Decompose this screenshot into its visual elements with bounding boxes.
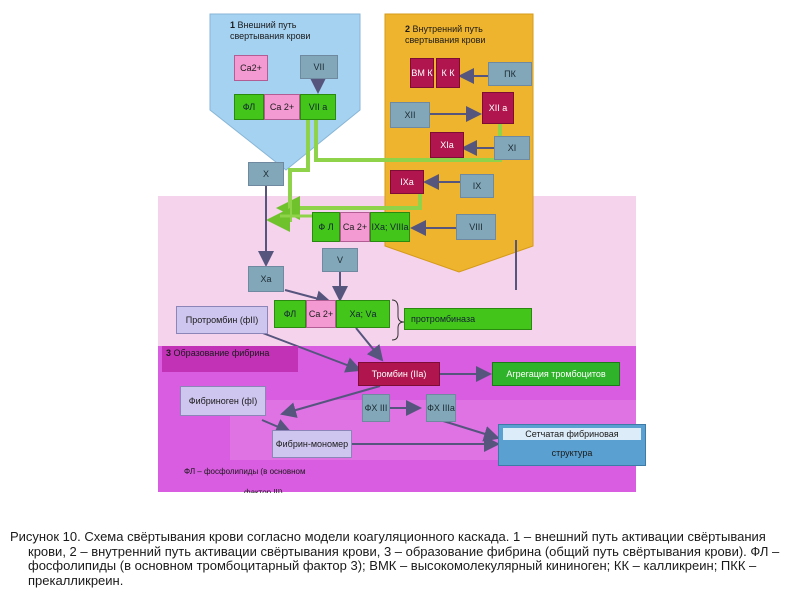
caption-text: Схема свёртывания крови согласно модели …: [28, 529, 780, 588]
node-ix: IX: [460, 174, 494, 198]
node-v: V: [322, 248, 358, 272]
node-vii: VII: [300, 55, 338, 79]
node-fl-2: Ф Л: [312, 212, 340, 242]
node-ixa: IXа: [390, 170, 424, 194]
node-fibrin-network: Сетчатая фибриновая структура: [498, 424, 646, 466]
node-xii: XII: [390, 102, 430, 128]
node-viii: VIII: [456, 214, 496, 240]
node-fxiiia: ФХ IIIа: [426, 394, 456, 422]
arrow-complex-thrombin: [355, 327, 384, 362]
footnote-line1: ФЛ – фосфолипиды (в основном: [184, 467, 306, 476]
extrinsic-title: 1 Внешний путь свертывания крови: [230, 20, 311, 41]
node-xi: XI: [494, 136, 530, 160]
node-fibrin-monomer: Фибрин-мономер: [272, 430, 352, 458]
node-tenase: IXа; VIIIа: [370, 212, 410, 242]
fibrin-title: 3 Образование фибрина: [162, 346, 298, 372]
node-kk: К К: [436, 58, 460, 88]
node-fibrin-network-line1: Сетчатая фибриновая: [503, 428, 641, 440]
node-fxiii: ФХ III: [362, 394, 390, 422]
label-prothrombinase: протромбиназа: [404, 308, 532, 330]
node-ca-2: Са 2+: [340, 212, 370, 242]
node-ca-top: Ca2+: [234, 55, 268, 81]
node-vmk: ВМ К: [410, 58, 434, 88]
intrinsic-title: 2 Внутренний путь свертывания крови: [405, 24, 486, 45]
arrow-thrombin-fibrinogen: [280, 385, 381, 418]
green-arrow-viia: [314, 108, 502, 162]
arrow-prothrombin-thrombin: [259, 331, 362, 373]
node-prothrombin: Протромбин (фII): [176, 306, 268, 334]
green-arrow-main: [266, 108, 310, 232]
node-x: X: [248, 162, 284, 186]
node-fl-3: ФЛ: [274, 300, 306, 328]
node-fibrin-network-line2: структура: [551, 448, 593, 458]
node-xia: XIа: [430, 132, 464, 158]
node-fibrinogen: Фибриноген (фI): [180, 386, 266, 416]
arrow-fxiiia-network: [439, 419, 500, 442]
node-viia: VII а: [300, 94, 336, 120]
footnote-line2: фактор III): [244, 488, 283, 493]
node-aggregation: Агрегация тромбоцитов: [492, 362, 620, 386]
node-xa: Xа: [248, 266, 284, 292]
node-xiia: XII а: [482, 92, 514, 124]
caption-label: Рисунок 10.: [10, 529, 81, 544]
node-pk: ПК: [488, 62, 532, 86]
node-ca-3: Са 2+: [306, 300, 336, 328]
node-fl-1: ФЛ: [234, 94, 264, 120]
figure-caption: Рисунок 10. Схема свёртывания крови согл…: [10, 529, 782, 588]
node-xava: Xа; Vа: [336, 300, 390, 328]
node-thrombin: Тромбин (IIа): [358, 362, 440, 386]
extrinsic-region: [209, 13, 361, 171]
node-ca-1: Ca 2+: [264, 94, 300, 120]
